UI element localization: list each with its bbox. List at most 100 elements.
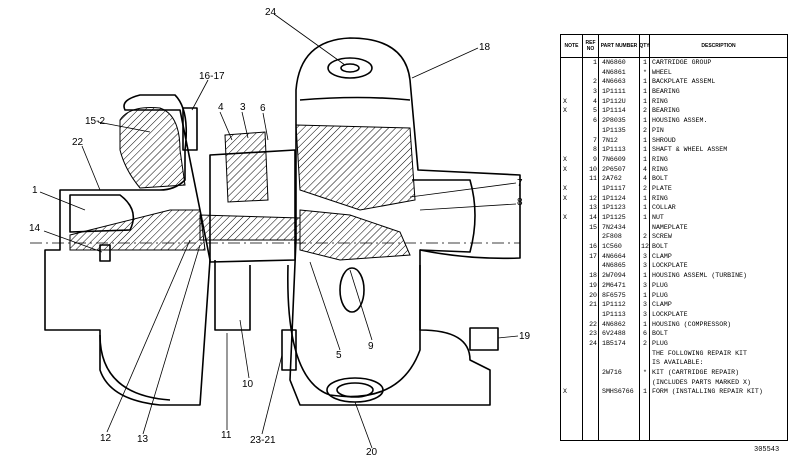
- part-number-cell: 4N6663: [602, 78, 626, 86]
- description-cell: PLUG: [652, 339, 668, 347]
- description-cell: BOLT: [652, 175, 668, 183]
- description-cell: BEARING: [652, 107, 680, 115]
- part-number-cell: 4N6861: [602, 68, 626, 76]
- part-number-cell: 1P1135: [602, 126, 626, 134]
- note-cell: [561, 174, 583, 184]
- note-cell: [561, 300, 583, 310]
- ref-no-cell: 5: [593, 107, 597, 115]
- parts-list-table: NOTE REF NO PART NUMBER QTY DESCRIPTION …: [560, 34, 788, 441]
- ref-no-cell: 12: [589, 194, 597, 202]
- header-description: DESCRIPTION: [701, 43, 736, 49]
- part-number-cell: 7N2434: [602, 223, 626, 231]
- part-number-cell: 1P1112: [602, 301, 626, 309]
- part-number-cell: 2P8035: [602, 117, 626, 125]
- ref-no-cell: [583, 310, 599, 320]
- callout-9: 9: [368, 341, 374, 352]
- note-cell: [561, 291, 583, 301]
- qty-cell: 2: [643, 126, 647, 134]
- part-number-cell: 7N12: [602, 136, 618, 144]
- ref-no-cell: 16: [589, 243, 597, 251]
- part-number-cell: 1P1117: [602, 184, 626, 192]
- note-cell: X: [563, 184, 567, 192]
- qty-cell: 1: [643, 204, 647, 212]
- note-cell: [561, 136, 583, 146]
- qty-cell: 1: [643, 88, 647, 96]
- note-cell: [561, 203, 583, 213]
- note-cell: X: [563, 155, 567, 163]
- description-cell: PLUG: [652, 281, 668, 289]
- ref-no-cell: [583, 184, 599, 194]
- callout-7: 7: [517, 178, 523, 189]
- description-cell: BACKPLATE ASSEML: [652, 78, 716, 86]
- ref-no-cell: 3: [593, 88, 597, 96]
- description-cell: RING: [652, 194, 668, 202]
- callout-19: 19: [519, 331, 531, 342]
- description-cell: SCREW: [652, 233, 672, 241]
- qty-cell: 3: [643, 252, 647, 260]
- qty-cell: 3: [643, 281, 647, 289]
- callout-16-17: 16-17: [199, 71, 225, 82]
- note-cell: [561, 145, 583, 155]
- description-cell: THE FOLLOWING REPAIR KIT: [652, 349, 747, 357]
- qty-cell: 3: [643, 301, 647, 309]
- note-cell: [561, 310, 583, 320]
- table-row: 4N6861*WHEEL: [561, 68, 787, 78]
- ref-no-cell: 18: [589, 272, 597, 280]
- note-cell: X: [563, 214, 567, 221]
- part-number-cell: 4N6664: [602, 252, 626, 260]
- note-cell: [561, 252, 583, 262]
- part-number-cell: 7N6609: [602, 155, 626, 163]
- part-number-cell: 1P1113: [602, 310, 626, 318]
- callout-3: 3: [240, 102, 246, 113]
- description-cell: RING: [652, 155, 668, 163]
- description-cell: FORM (INSTALLING REPAIR KIT): [652, 388, 763, 396]
- ref-no-cell: 23: [589, 330, 597, 338]
- drawing-number: 305543: [754, 446, 780, 454]
- description-cell: NUT: [652, 214, 664, 221]
- description-cell: CARTRIDGE GROUP: [652, 59, 712, 66]
- table-row: IS AVAILABLE:: [561, 358, 787, 368]
- qty-cell: 1: [643, 320, 647, 328]
- ref-no-cell: 10: [589, 165, 597, 173]
- note-cell: [561, 368, 583, 378]
- part-number-cell: 1C560: [602, 243, 622, 251]
- description-cell: PLATE: [652, 184, 672, 192]
- table-row: THE FOLLOWING REPAIR KIT: [561, 349, 787, 359]
- qty-cell: 12: [641, 243, 649, 251]
- description-cell: BEARING: [652, 88, 680, 96]
- qty-cell: 1: [643, 291, 647, 299]
- description-cell: RING: [652, 165, 668, 173]
- callout-10: 10: [242, 379, 254, 390]
- ref-no-cell: [583, 368, 599, 378]
- note-cell: [561, 271, 583, 281]
- qty-cell: 1: [643, 214, 647, 221]
- callout-14: 14: [29, 223, 41, 234]
- note-cell: X: [563, 165, 567, 173]
- ref-no-cell: [583, 378, 599, 388]
- note-cell: X: [563, 107, 567, 115]
- note-cell: [561, 261, 583, 271]
- note-cell: X: [563, 194, 567, 202]
- qty-cell: 2: [643, 339, 647, 347]
- part-number-cell: 2M6471: [602, 281, 626, 289]
- note-cell: [561, 358, 583, 368]
- ref-no-cell: [583, 68, 599, 78]
- qty-cell: *: [643, 369, 647, 376]
- ref-no-cell: 11: [589, 175, 597, 183]
- note-cell: [561, 339, 583, 349]
- ref-no-cell: [583, 232, 599, 242]
- callout-23-21: 23-21: [250, 435, 276, 446]
- qty-cell: 2: [643, 233, 647, 241]
